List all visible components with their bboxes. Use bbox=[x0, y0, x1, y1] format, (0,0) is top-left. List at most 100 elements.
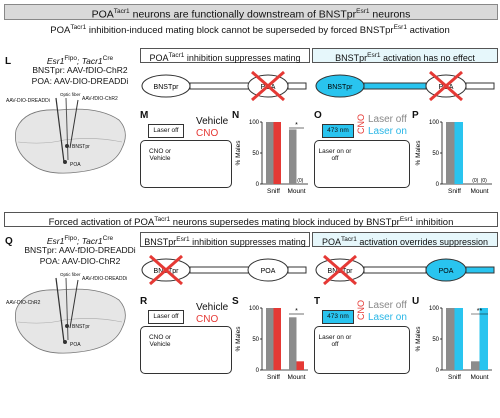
zero-label: (0) bbox=[472, 178, 478, 184]
brain-diagram-Q: AAV-DIO-ChR2 Optic fiber AAV-fDIO-DREADD… bbox=[6, 272, 127, 354]
legend-laser-off-O: Laser off bbox=[368, 114, 407, 125]
s2-activation-circuit: BNSTpr POA bbox=[315, 254, 495, 286]
label-left-virus: AAV-DIO-ChR2 bbox=[6, 300, 41, 306]
bar-mount-cno bbox=[296, 361, 304, 370]
label-fiber: Optic fiber bbox=[60, 92, 81, 97]
node-bnst: BNSTpr bbox=[154, 84, 180, 91]
cage-R bbox=[140, 326, 232, 374]
s1-activation-title: BNSTprEsr1 activation has no effect bbox=[312, 48, 498, 63]
panel-letter-M: M bbox=[140, 110, 149, 121]
cage-T bbox=[314, 326, 410, 374]
panel-L-injection2: POA: AAV-DIO-DREADDi bbox=[31, 76, 129, 86]
bar-sniff-laser-on bbox=[454, 122, 463, 184]
node-poa: POA bbox=[439, 268, 454, 275]
section2-title: Forced activation of POATacr1 neurons su… bbox=[4, 212, 498, 228]
laser-off-box: Laser off bbox=[148, 124, 184, 138]
panel-Q-injection1: BNSTpr: AAV-fDIO-DREADDi bbox=[24, 245, 136, 255]
x-tick-label: Mount bbox=[470, 374, 488, 381]
s1-inhibition-circuit: BNSTpr POA bbox=[141, 70, 307, 102]
x-tick-label: Mount bbox=[287, 188, 305, 195]
figure-title: POATacr1 neurons are functionally downst… bbox=[4, 4, 498, 21]
sig-marker: * bbox=[295, 122, 298, 129]
s2-inhibition-title: BNSTprEsr1 inhibition suppresses mating bbox=[140, 232, 310, 247]
legend-cno-M: CNO bbox=[196, 128, 219, 139]
y-tick-label: 100 bbox=[249, 306, 260, 312]
brain-diagram-L: AAV-DIO-DREADDi Optic fiber AAV-fDIO-ChR… bbox=[6, 92, 126, 174]
y-tick-label: 50 bbox=[252, 151, 259, 157]
s2-inhibition-circuit: BNSTpr POA bbox=[141, 254, 307, 286]
cno-vertical-T: CNO bbox=[356, 300, 366, 320]
y-axis-label: % Males bbox=[235, 140, 242, 166]
panel-L-genotype: Esr1Flpo; Tacr1Cre bbox=[46, 55, 114, 66]
cage-M bbox=[140, 140, 232, 188]
panel-letter-Q: Q bbox=[5, 236, 13, 247]
y-tick-label: 0 bbox=[256, 182, 260, 188]
node-bnst: BNSTpr bbox=[328, 84, 354, 91]
y-axis-label: % Males bbox=[415, 140, 422, 166]
panel-letter-N: N bbox=[232, 110, 240, 121]
panel-L-injection1: BNSTpr: AAV-fDIO-ChR2 bbox=[32, 65, 128, 75]
x-tick-label: Mount bbox=[287, 374, 305, 381]
bar-sniff-cno bbox=[273, 122, 281, 184]
y-tick-label: 100 bbox=[429, 120, 440, 126]
legend-laser-on-T: Laser on bbox=[368, 312, 407, 323]
y-tick-label: 50 bbox=[252, 337, 259, 343]
cno-vertical-O: CNO bbox=[356, 114, 366, 134]
bar-mount-laser-on bbox=[479, 308, 488, 370]
y-axis-label: % Males bbox=[235, 326, 242, 352]
panel-letter-S: S bbox=[232, 296, 239, 307]
legend-vehicle-R: Vehicle bbox=[196, 302, 229, 313]
panel-letter-T: T bbox=[314, 296, 321, 307]
sig-marker: ** bbox=[477, 308, 483, 315]
bar-sniff-cno bbox=[273, 308, 281, 370]
legend-laser-off-T: Laser off bbox=[368, 300, 407, 311]
bar-mount-laser-off bbox=[471, 361, 480, 370]
legend-vehicle-M: Vehicle bbox=[196, 116, 229, 127]
y-tick-label: 50 bbox=[432, 151, 439, 157]
laser-off-box: Laser off bbox=[148, 310, 184, 324]
bar-sniff-laser-off bbox=[446, 122, 455, 184]
panel-Q-genotype: Esr1Flpo; Tacr1Cre bbox=[46, 235, 114, 246]
y-tick-label: 0 bbox=[256, 368, 260, 374]
bar-sniff-laser-on bbox=[454, 308, 463, 370]
x-tick-label: Sniff bbox=[267, 188, 280, 195]
label-bnst: BNSTpr bbox=[72, 324, 90, 330]
zero-label: (0) bbox=[481, 178, 487, 184]
bar-sniff-vehicle bbox=[266, 122, 274, 184]
s1-inhibition-title: POATacr1 inhibition suppresses mating bbox=[140, 48, 310, 63]
inject-label-O: Laser on or off bbox=[318, 148, 352, 162]
x-tick-label: Sniff bbox=[267, 374, 280, 381]
panel-letter-P: P bbox=[412, 110, 419, 121]
y-tick-label: 0 bbox=[436, 182, 440, 188]
cage-O bbox=[314, 140, 410, 188]
x-tick-label: Sniff bbox=[448, 374, 461, 381]
bar-mount-vehicle bbox=[289, 129, 297, 184]
node-poa: POA bbox=[261, 268, 276, 275]
laser-473-box: 473 nm bbox=[322, 124, 354, 138]
s1-activation-circuit: BNSTpr POA bbox=[315, 70, 495, 102]
bar-sniff-laser-off bbox=[446, 308, 455, 370]
bar-mount-vehicle bbox=[289, 317, 297, 370]
panel-letter-U: U bbox=[412, 296, 420, 307]
y-tick-label: 50 bbox=[432, 337, 439, 343]
x-tick-label: Mount bbox=[470, 188, 488, 195]
y-tick-label: 100 bbox=[429, 306, 440, 312]
y-tick-label: 0 bbox=[436, 368, 440, 374]
y-tick-label: 100 bbox=[249, 120, 260, 126]
panel-letter-R: R bbox=[140, 296, 148, 307]
label-right-virus: AAV-fDIO-DREADDi bbox=[82, 276, 127, 282]
bar-sniff-vehicle bbox=[266, 308, 274, 370]
section1-title: POATacr1 inhibition-induced mating block… bbox=[50, 24, 450, 37]
label-bnst: BNSTpr bbox=[72, 144, 90, 150]
label-poa: POA bbox=[70, 162, 81, 168]
sig-marker: * bbox=[295, 308, 298, 315]
inject-label-T: Laser on or off bbox=[318, 334, 352, 348]
label-fiber: Optic fiber bbox=[60, 272, 81, 277]
inject-label-M: CNO or Vehicle bbox=[148, 148, 172, 162]
panel-letter-L: L bbox=[5, 56, 12, 67]
s2-activation-title: POATacr1 activation overrides suppressio… bbox=[312, 232, 498, 247]
